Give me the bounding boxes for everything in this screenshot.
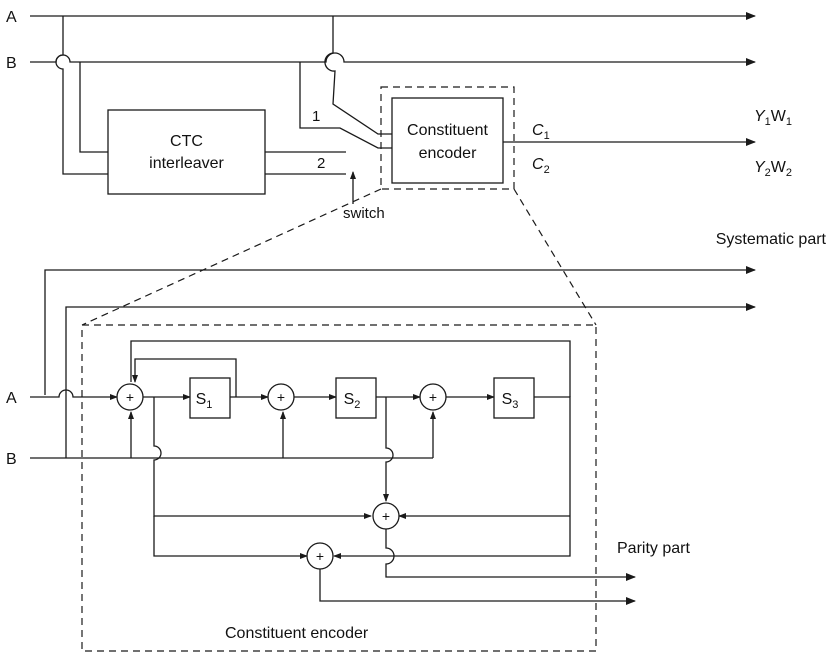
adder1-tap-line [153,397,372,519]
shift-register-s3 [493,377,535,419]
interleaver-label-1: CTC [170,133,203,150]
constituent-encoder-block [391,97,504,184]
parity-output-2 [319,569,636,605]
c2-label: C2 [532,156,550,176]
systematic-b-line [65,303,756,458]
detail-input-b-label: B [6,451,17,468]
y1w1-label: Y1W1 [754,108,792,128]
adder-1-symbol: + [126,389,134,405]
parity-output-1 [385,529,636,581]
b-to-encoder-line [299,62,392,149]
systematic-part-label: Systematic part [716,231,827,248]
shift-register-s1 [189,377,231,419]
interleaver-label-2: interleaver [149,155,224,172]
y2w2-label: Y2W2 [754,159,792,179]
input-b-line [30,52,756,66]
systematic-a-line [44,266,756,395]
parity-part-label: Parity part [617,540,690,557]
s2-label: S2 [344,391,361,411]
s1-feedback-line [132,358,237,397]
encoder-zoom-frame [380,86,515,190]
adder-5-symbol: + [316,548,324,564]
detail-input-a-label: A [6,390,17,407]
top-input-a-label: A [6,9,17,26]
constituent-encoder-frame [81,324,597,652]
ctc-interleaver-block [107,109,266,195]
detail-section: Systematic part + S1 + S2 + S3 [6,231,827,652]
encoder-label-1: Constituent [407,122,488,139]
a-to-interleaver-line [55,16,108,175]
shift-register-s2 [335,377,377,419]
switch-label: switch [343,205,385,222]
zoom-guide-right [513,188,597,326]
detail-input-a-line [30,389,118,400]
top-input-b-label: B [6,55,17,72]
switch-position-2: 2 [317,155,325,172]
top-section: CTC interleaver 1 2 switch Constituent e… [30,12,792,222]
s3-label: S3 [502,391,519,411]
adder-3-symbol: + [429,389,437,405]
switch-position-1: 1 [312,108,320,125]
b-to-interleaver-line [79,62,108,153]
encoder-label-2: encoder [419,145,477,162]
s3-feedback-upper [130,340,571,397]
s2-tap-line [383,397,394,502]
adder-2-symbol: + [277,389,285,405]
adder1-to-adder-5 [153,516,308,559]
constituent-encoder-caption: Constituent encoder [225,625,369,642]
c1-label: C1 [532,122,550,142]
s3-feedback-lower [333,396,571,559]
adder-4-symbol: + [382,508,390,524]
a-to-encoder-line [324,16,392,135]
zoom-guide-left [81,188,382,326]
s1-label: S1 [196,391,213,411]
